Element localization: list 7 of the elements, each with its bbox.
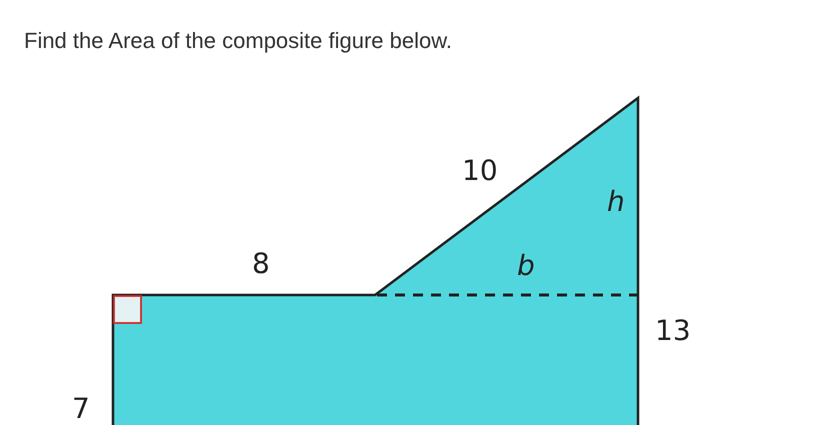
side-length-label: 13 <box>655 317 691 345</box>
question-text: Find the Area of the composite figure below. <box>24 28 452 54</box>
side-length-label: 8 <box>252 250 270 278</box>
base-label: b <box>517 252 535 280</box>
height-label: h <box>607 188 625 216</box>
side-length-label: 10 <box>462 157 498 185</box>
side-length-label: 7 <box>72 395 90 423</box>
